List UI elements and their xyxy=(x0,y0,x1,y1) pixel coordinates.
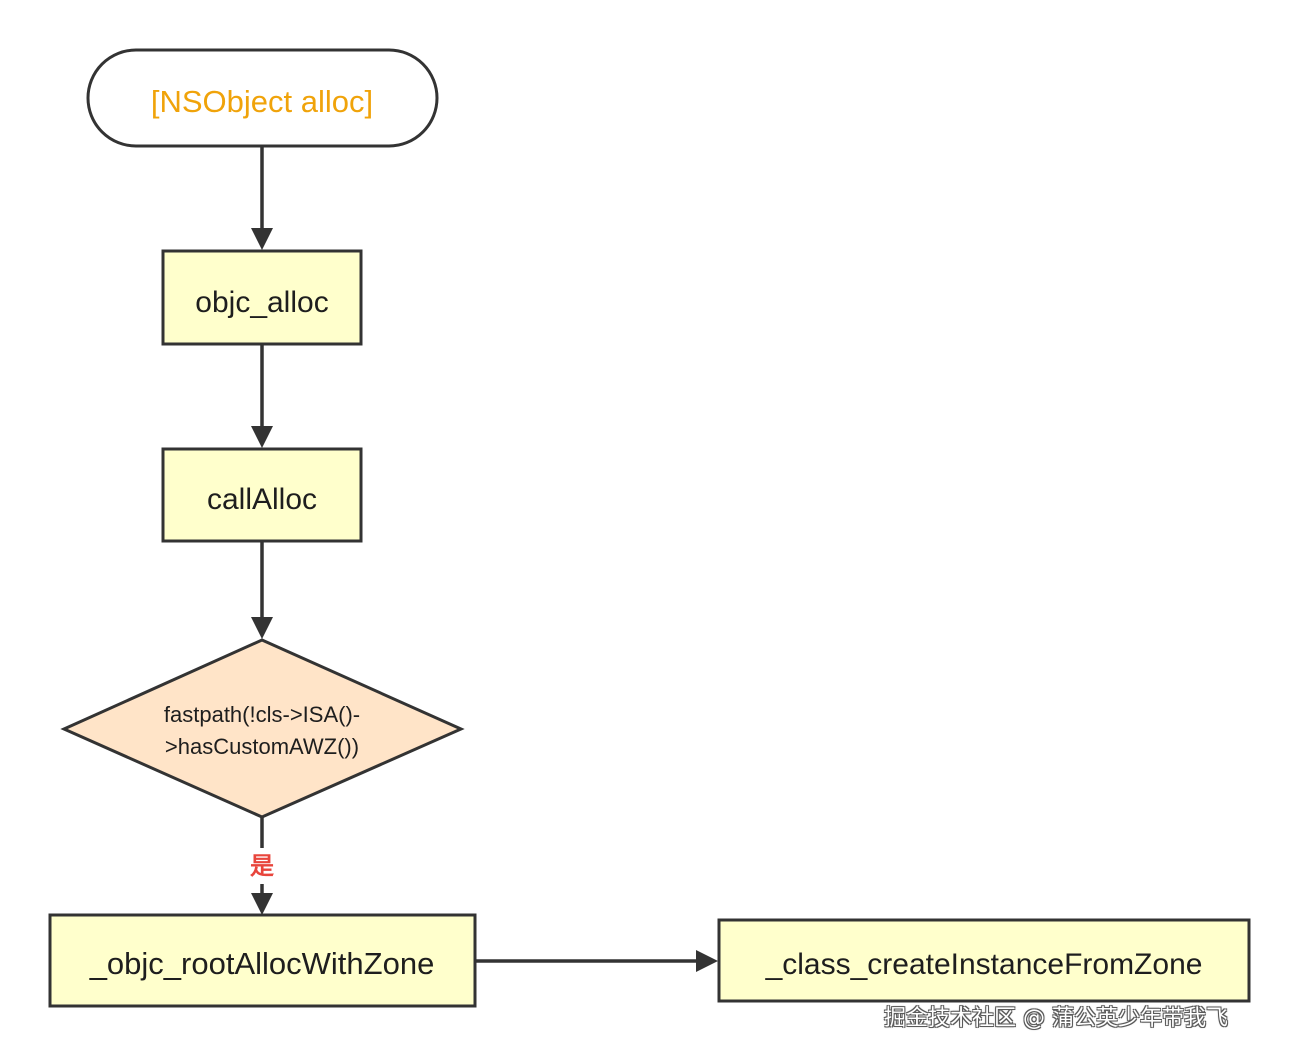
objc-alloc-node-shape xyxy=(161,249,363,346)
decision-node: fastpath(!cls->ISA()- >hasCustomAWZ()) xyxy=(60,638,465,819)
decision-node-shape xyxy=(60,638,465,819)
objc-alloc-node: objc_alloc xyxy=(161,249,363,346)
arrowhead-create-instance xyxy=(696,950,718,972)
start-node-shape xyxy=(86,48,439,148)
arrowhead-decision xyxy=(251,617,273,639)
root-alloc-node-label: _objc_rootAllocWithZone xyxy=(89,946,435,981)
call-alloc-node: callAlloc xyxy=(161,447,363,543)
decision-node-label-line1: fastpath(!cls->ISA()- xyxy=(164,702,360,727)
connectors xyxy=(251,146,718,972)
decision-node-label-line2: >hasCustomAWZ()) xyxy=(165,734,359,759)
arrowhead-root-alloc xyxy=(251,893,273,915)
call-alloc-node-label: callAlloc xyxy=(207,483,317,516)
create-instance-node: _class_createInstanceFromZone xyxy=(717,918,1251,1003)
arrowhead-objc-alloc xyxy=(251,228,273,250)
watermark: 掘金技术社区 @ 蒲公英少年带我飞 xyxy=(884,1006,1228,1031)
root-alloc-node: _objc_rootAllocWithZone xyxy=(48,913,477,1008)
create-instance-node-label: _class_createInstanceFromZone xyxy=(765,948,1203,981)
create-instance-node-shape xyxy=(717,918,1251,1003)
edge-yes-label: 是 xyxy=(250,852,274,880)
start-node-label: [NSObject alloc] xyxy=(151,84,373,119)
root-alloc-node-shape xyxy=(48,913,477,1008)
arrowhead-call-alloc xyxy=(251,426,273,448)
objc-alloc-node-label: objc_alloc xyxy=(195,286,328,319)
start-node: [NSObject alloc] xyxy=(86,48,439,148)
call-alloc-node-shape xyxy=(161,447,363,543)
